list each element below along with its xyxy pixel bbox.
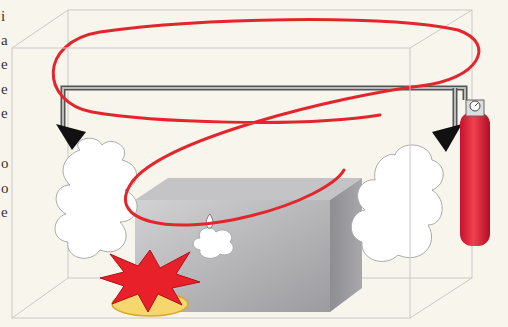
room-outline <box>12 48 410 318</box>
room-outline <box>12 10 472 318</box>
text-fragment: i <box>1 8 5 24</box>
nozzle-arrow <box>56 124 86 150</box>
text-fragment: o <box>1 180 9 196</box>
text-fragment: e <box>1 81 8 97</box>
gas-cylinder <box>460 100 490 246</box>
text-fragment: e <box>1 204 8 220</box>
text-fragment: e <box>1 105 8 121</box>
nozzle-arrow <box>432 124 462 152</box>
gas-cloud <box>351 145 443 261</box>
flow-line <box>53 20 479 225</box>
small-flame <box>206 214 213 228</box>
explosion-burst <box>100 250 200 312</box>
text-fragment: a <box>1 32 8 48</box>
text-fragment: o <box>1 155 9 171</box>
text-fragment: e <box>1 56 8 72</box>
small-cloud <box>193 228 233 259</box>
